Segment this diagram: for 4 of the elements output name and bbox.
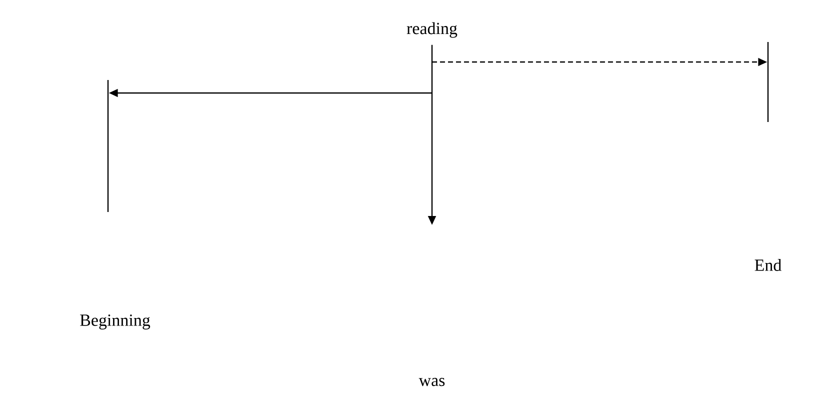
label: End	[754, 259, 782, 271]
node-label: reading	[406, 22, 458, 38]
label: Beginning	[80, 314, 150, 330]
label: was	[418, 378, 445, 386]
